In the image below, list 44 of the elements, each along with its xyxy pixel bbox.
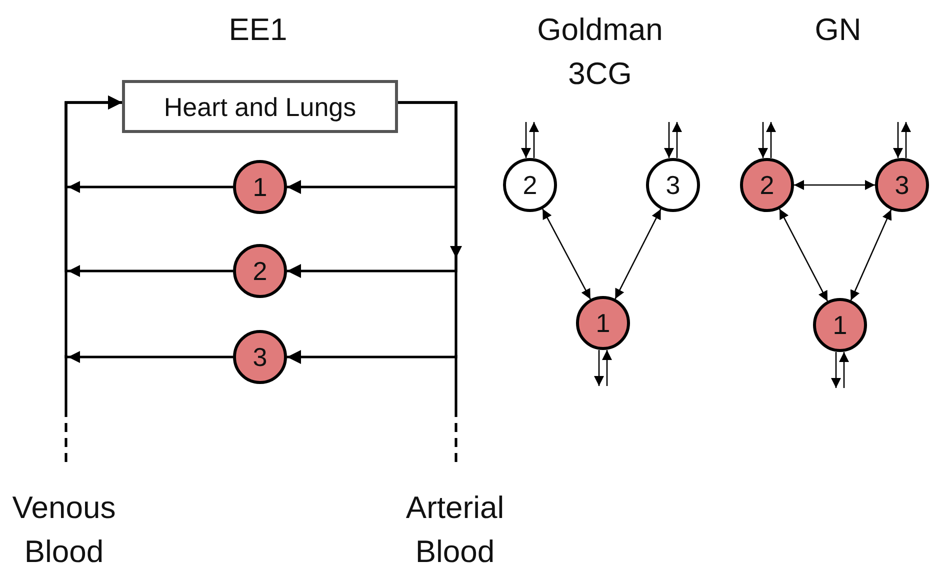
vessel-label: Arterial Blood — [404, 489, 506, 566]
compartment-circle — [233, 244, 287, 298]
compartment-number: 1 — [596, 309, 610, 337]
arrow — [901, 122, 911, 158]
arrow — [664, 122, 674, 158]
compartment-circle — [233, 330, 287, 384]
arrow — [893, 122, 903, 158]
compartment-circle — [740, 158, 794, 212]
compartment-circle — [503, 158, 557, 212]
compartment-circle — [646, 158, 700, 212]
arrow — [287, 101, 458, 364]
compartment-circle — [875, 158, 929, 212]
arrow — [778, 208, 828, 302]
node-label: Heart and Lungs — [164, 92, 356, 120]
arrow — [542, 208, 591, 300]
arrow — [64, 96, 233, 358]
panel-heading: GN — [814, 11, 862, 49]
compartment-circle — [576, 296, 630, 350]
arrow — [794, 180, 875, 190]
compartment-number: 1 — [832, 311, 848, 339]
compartment-circle — [233, 160, 287, 214]
compartment-circle — [813, 298, 867, 352]
vessel-label: Venous Blood — [11, 489, 117, 566]
panel-heading: EE1 — [228, 11, 288, 49]
compartment-number: 3 — [666, 171, 680, 199]
arrow — [529, 122, 539, 158]
arrow — [614, 208, 662, 300]
compartment-number: 2 — [760, 171, 774, 199]
arrow — [850, 209, 892, 301]
compartment-number: 3 — [894, 171, 910, 199]
arrow — [831, 352, 841, 388]
arrow — [602, 350, 612, 386]
arrow — [594, 350, 604, 386]
compartment-number: 1 — [252, 173, 268, 201]
arrow — [839, 352, 849, 388]
arrow — [672, 122, 682, 158]
arrow — [766, 122, 776, 158]
arrow — [521, 122, 531, 158]
compartment-number: 2 — [522, 171, 538, 199]
panel-heading: Goldman 3CG — [536, 11, 664, 93]
process-box — [122, 80, 398, 133]
compartment-number: 3 — [252, 343, 268, 371]
arrow — [758, 122, 768, 158]
compartment-number: 2 — [252, 257, 268, 285]
